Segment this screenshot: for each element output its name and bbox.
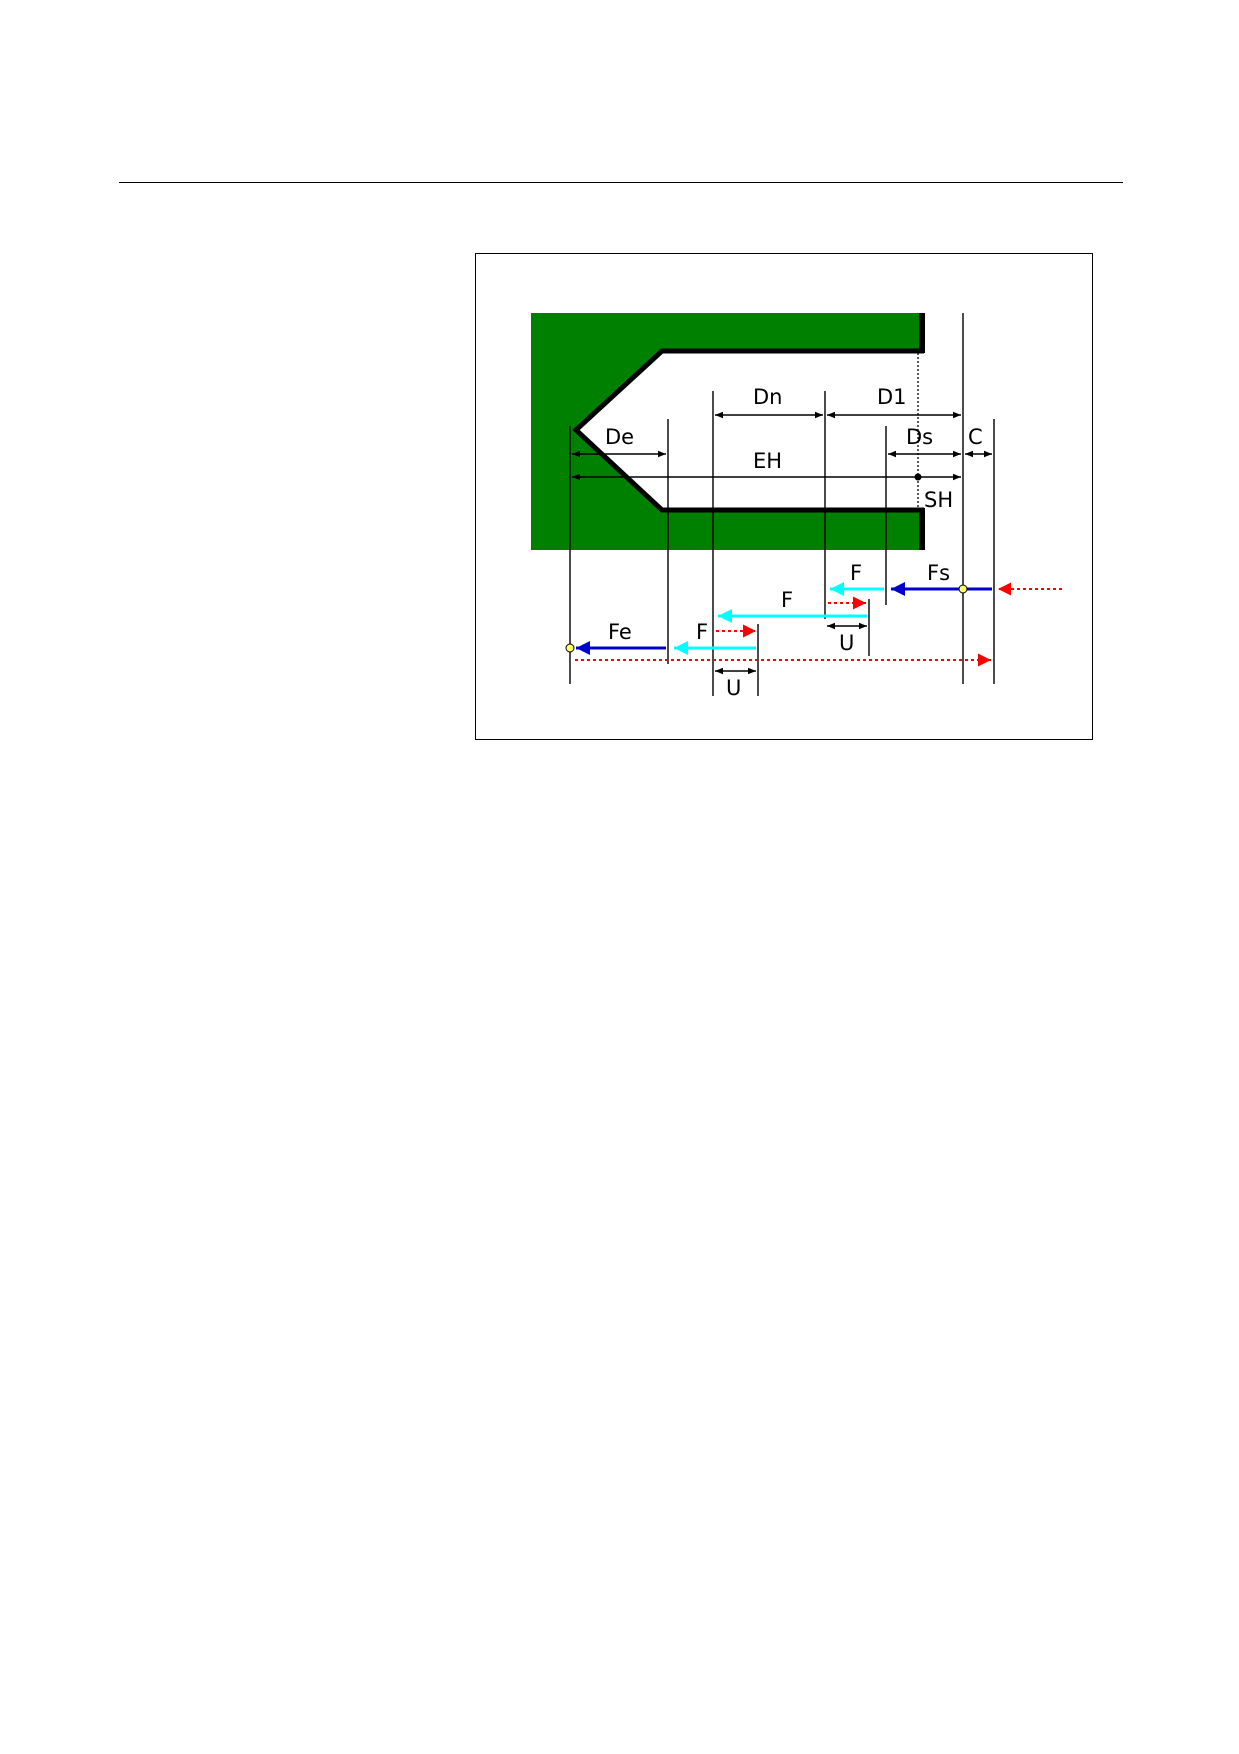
rapid-arrows [575, 582, 1062, 667]
label-sh: SH [924, 488, 953, 512]
end-point-icon [565, 643, 575, 653]
label-dn: Dn [753, 385, 782, 409]
drilling-diagram-figure: Dn D1 De Ds C EH SH F Fs F U Fe F U [475, 253, 1093, 740]
start-point-icon [958, 584, 968, 594]
label-fe: Fe [608, 620, 632, 644]
label-u-mid: U [839, 631, 854, 655]
hole-outline [572, 348, 924, 513]
label-eh: EH [753, 449, 782, 473]
label-f-mid: F [781, 588, 793, 612]
label-f-low: F [696, 620, 708, 644]
drilling-diagram: Dn D1 De Ds C EH SH F Fs F U Fe F U [531, 313, 1062, 700]
workpiece [531, 313, 924, 550]
label-f-top: F [850, 561, 862, 585]
feed-arrows [674, 582, 884, 655]
header-rule [119, 182, 1123, 183]
label-u-low: U [726, 676, 741, 700]
slow-feed-arrows [576, 582, 992, 655]
label-ds: Ds [906, 425, 933, 449]
label-c: C [968, 425, 983, 449]
label-fs: Fs [927, 561, 950, 585]
sh-point-icon [914, 473, 922, 481]
dimension-arrows [572, 411, 992, 675]
label-de: De [605, 425, 634, 449]
label-d1: D1 [877, 385, 907, 409]
